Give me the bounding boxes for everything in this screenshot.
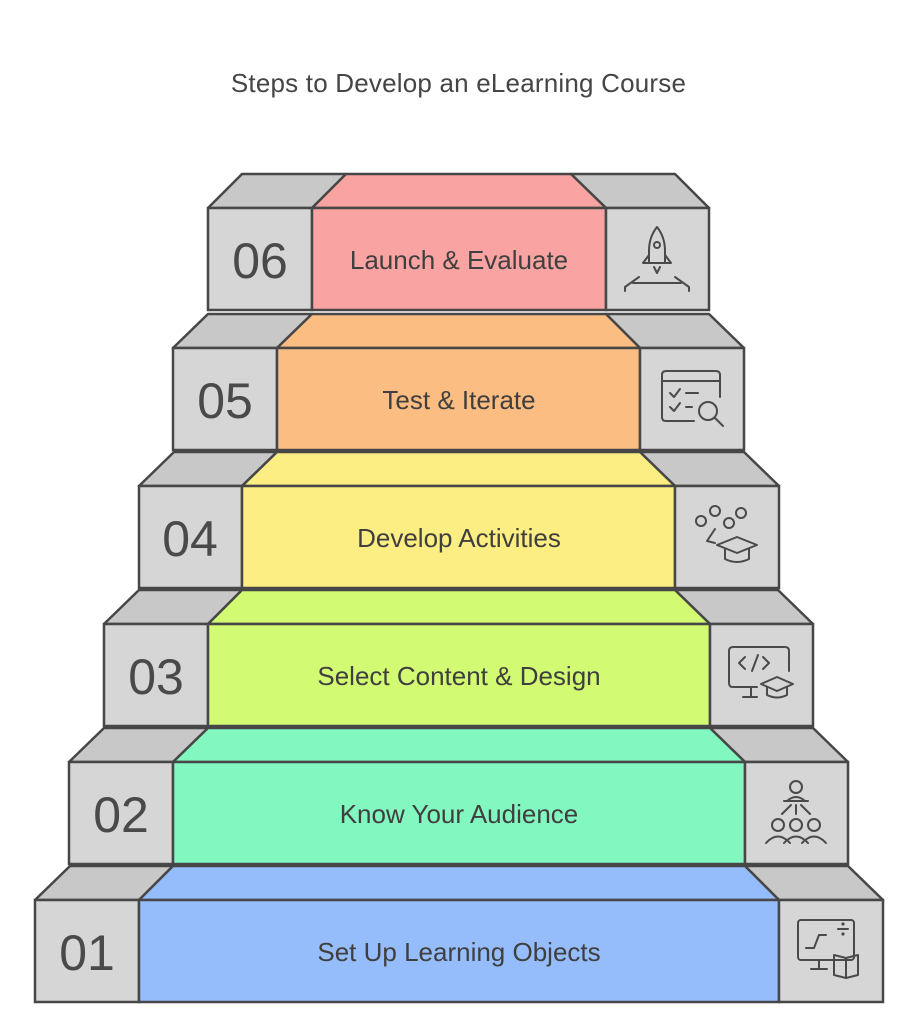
step-01-top: [137, 864, 781, 902]
step-06-number-box: [206, 206, 314, 312]
step-02-number: 02: [93, 787, 149, 843]
step-06-label: Launch & Evaluate: [350, 245, 568, 275]
math-book-icon: [797, 919, 859, 979]
step-01: 01 Set Up Learning Objects: [33, 864, 885, 1004]
step-01-label: Set Up Learning Objects: [317, 937, 600, 967]
step-04-number: 04: [162, 511, 218, 567]
step-05-number: 05: [197, 373, 253, 429]
rocket-launch-icon: [624, 226, 690, 292]
diagram-title: Steps to Develop an eLearning Course: [230, 68, 687, 98]
step-05-top: [275, 312, 642, 350]
step-03-number: 03: [128, 649, 184, 705]
step-06-icon-box: [604, 206, 711, 312]
step-05: 05 Test & Iterate: [171, 312, 746, 452]
step-05-number-box: [171, 346, 279, 452]
step-05-panel: [275, 346, 642, 452]
step-04-number-box: [137, 484, 244, 590]
code-graduation-icon: [728, 646, 794, 699]
test-search-icon: [661, 370, 724, 427]
step-03: 03 Select Content & Design: [102, 588, 815, 728]
step-06: 06 Launch & Evaluate: [206, 172, 711, 312]
audience-icon: [765, 780, 827, 844]
step-04: 04 Develop Activities: [137, 450, 781, 590]
step-04-label: Develop Activities: [357, 523, 561, 553]
step-06-panel: [310, 206, 608, 312]
activities-graduation-icon: [695, 505, 758, 563]
step-03-icon-box: [708, 622, 815, 728]
step-04-top: [240, 450, 677, 488]
step-03-top: [206, 588, 712, 626]
step-02-label: Know Your Audience: [340, 799, 579, 829]
step-02: 02 Know Your Audience: [67, 726, 850, 866]
step-01-panel: [137, 898, 781, 1004]
step-01-number: 01: [59, 925, 115, 981]
step-05-icon-box: [638, 346, 746, 452]
step-04-icon-box: [673, 484, 781, 590]
step-06-top: [310, 172, 608, 210]
step-01-icon-box: [777, 898, 885, 1004]
step-03-label: Select Content & Design: [317, 661, 600, 691]
step-06-number: 06: [232, 233, 288, 289]
step-04-panel: [240, 484, 677, 590]
step-05-label: Test & Iterate: [382, 385, 535, 415]
step-01-number-box: [33, 898, 141, 1004]
step-02-top: [171, 726, 747, 764]
